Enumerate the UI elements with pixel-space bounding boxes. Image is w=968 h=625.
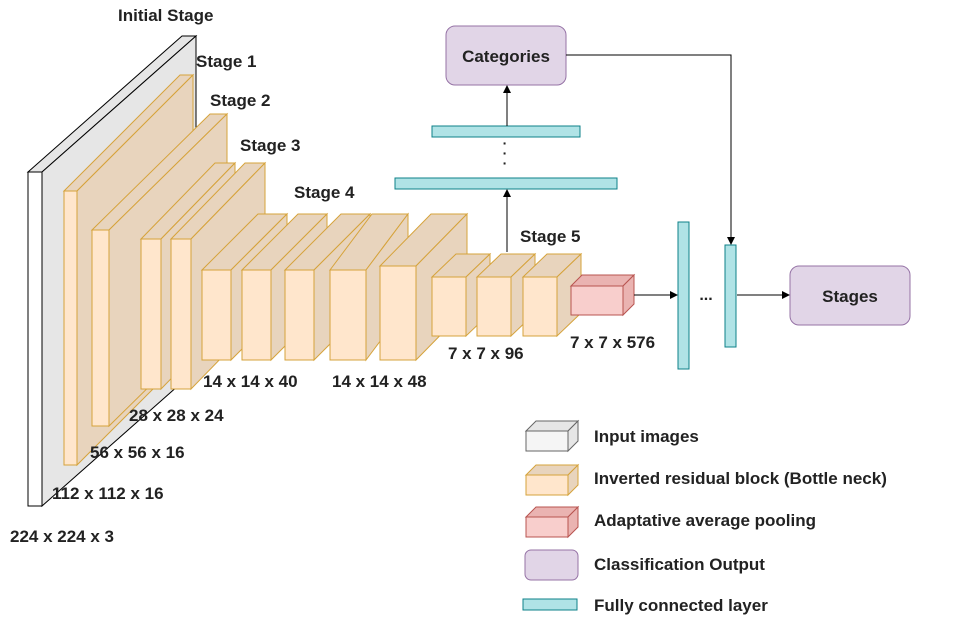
dim-14-48: 14 x 14 x 48 — [332, 372, 427, 391]
dim-input: 224 x 224 x 3 — [10, 527, 114, 546]
legend-bottleneck-icon — [524, 463, 580, 497]
categories-label: Categories — [462, 47, 550, 66]
legend-pooling-icon — [524, 505, 580, 539]
legend-input-icon — [524, 419, 580, 453]
fc-layer-top — [431, 125, 581, 138]
legend-label-bottleneck: Inverted residual block (Bottle neck) — [594, 469, 887, 488]
vertical-ellipsis-1: · — [503, 135, 508, 151]
network-blocks — [26, 34, 636, 508]
dim-112: 112 x 112 x 16 — [52, 484, 164, 503]
legend-label-fc: Fully connected layer — [594, 596, 768, 615]
legend-output-icon — [524, 549, 579, 581]
dim-7-576: 7 x 7 x 576 — [570, 333, 655, 352]
label-stage-2: Stage 2 — [210, 91, 270, 110]
dim-56: 56 x 56 x 16 — [90, 443, 185, 462]
stage-labels: Initial Stage Stage 1 Stage 2 Stage 3 St… — [118, 6, 580, 246]
legend-label-output: Classification Output — [594, 555, 765, 574]
arrow-categories-to-fc — [566, 54, 735, 245]
legend-fc-icon — [522, 598, 578, 611]
legend-label-input: Input images — [594, 427, 699, 446]
label-stage-4: Stage 4 — [294, 183, 355, 202]
dim-14-40: 14 x 14 x 40 — [203, 372, 298, 391]
label-stage-5: Stage 5 — [520, 227, 580, 246]
legend-label-pooling: Adaptative average pooling — [594, 511, 816, 530]
label-initial-stage: Initial Stage — [118, 6, 213, 25]
stages-box — [789, 265, 911, 326]
pooling-block — [569, 273, 636, 317]
vertical-ellipsis-3: · — [503, 155, 508, 171]
label-stage-1: Stage 1 — [196, 52, 256, 71]
stages-label: Stages — [822, 287, 878, 306]
dim-28: 28 x 28 x 24 — [129, 406, 224, 425]
connectors — [503, 54, 790, 299]
horizontal-ellipsis: ... — [699, 287, 712, 304]
categories-output: Categories — [445, 25, 567, 86]
vertical-ellipsis-2: · — [503, 145, 508, 161]
fc-layers — [394, 125, 737, 370]
fc-layer-vertical-2 — [724, 244, 737, 348]
fc-layer-vertical-1 — [677, 221, 690, 370]
fc-layer-middle — [394, 177, 618, 190]
stages-output: Stages — [789, 265, 911, 326]
bottleneck-block-7-96c — [521, 252, 583, 338]
label-stage-3: Stage 3 — [240, 136, 300, 155]
dim-7-96: 7 x 7 x 96 — [448, 344, 524, 363]
dimension-labels: 224 x 224 x 3 112 x 112 x 16 56 x 56 x 1… — [10, 333, 655, 546]
